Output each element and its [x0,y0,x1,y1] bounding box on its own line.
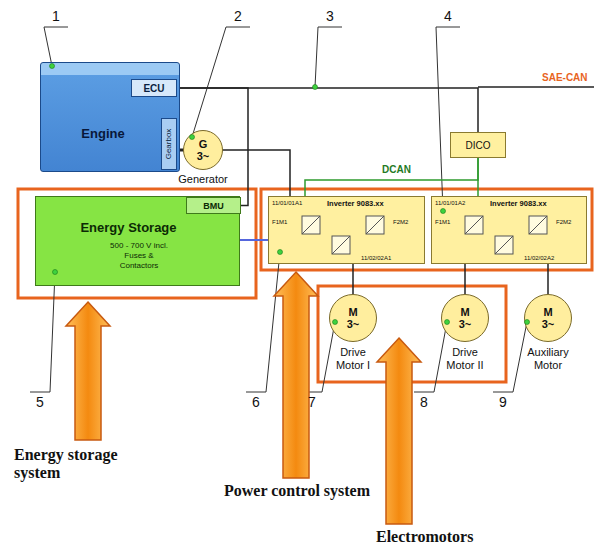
callout-dots [50,64,530,325]
group-caption: Energy storage system [14,446,164,483]
callout-number: 8 [416,394,432,410]
callout-number: 4 [440,8,456,24]
callout-number: 2 [230,8,246,24]
group-frame [18,189,256,298]
signal-label: SAE-CAN [540,72,590,83]
inverter-pin: F2M2 [393,219,423,226]
generator: G 3~ Generator [173,130,233,186]
callout-number: 6 [248,394,264,410]
callout-number: 1 [48,8,64,24]
motor: M 3~ Drive Motor II [435,294,495,374]
motor-label: Drive Motor I [331,346,375,372]
generator-symbol: G 3~ [195,138,211,162]
motor: M 3~ Drive Motor I [323,294,383,374]
callout-number: 5 [32,394,48,410]
group-frame [261,189,592,270]
pointer-arrows [66,272,421,524]
engine-block: Engine ECU Gearbox [40,62,180,172]
inverter-pin: 11/01/01A2 [435,200,485,207]
inverter-box: Inverter 9083.xx 11/01/01A1F1M1 F2M2 11/02/… [268,196,425,264]
inverter-pin: F1M1 [272,219,300,226]
connector-line [477,158,479,196]
inverter-pin: F2M2 [556,219,586,226]
group-caption: Electromotors [376,528,536,546]
storage-title: Energy Storage [66,221,191,236]
inverter-title: Inverter 9083.xx [490,200,582,209]
motor-symbol: M 3~ [457,306,473,330]
callout-number: 9 [495,394,511,410]
converter-symbols [302,216,547,254]
signal-label: DCAN [380,164,413,175]
generator-label: Generator [173,173,233,186]
inverter-title: Inverter 9083.xx [327,200,419,209]
callout-number: 3 [322,8,338,24]
motor-label: Auxiliary Motor [526,346,570,372]
group-caption: Power control system [224,482,374,500]
gearbox-box: Gearbox [161,118,177,170]
bmu-box: BMU [186,197,241,214]
motor-symbol: M 3~ [540,306,556,330]
motor: M 3~ Auxiliary Motor [518,294,578,374]
connector-line [240,239,268,241]
ecu-box: ECU [131,79,177,97]
connector-line [305,158,478,196]
connector-line [177,88,248,206]
gearbox-label: Gearbox [164,129,173,160]
callout-number: 7 [304,394,320,410]
connector-line [352,264,354,294]
connector-line [464,264,466,294]
inverter-box: Inverter 9083.xx 11/01/01A2F1M1 F2M2 11/02/… [431,196,587,264]
inverter-pin: 11/01/01A1 [272,200,322,207]
storage-spec: 500 - 700 V incl. Fuses & Contactors [108,241,170,271]
inverter-pin: F1M1 [435,219,463,226]
engine-label: Engine [55,127,151,142]
dico-label: DICO [466,140,491,151]
inverter-pin: 11/02/02A2 [524,255,584,262]
dico-box: DICO [450,132,506,158]
ecu-label: ECU [143,83,164,94]
motor-label: Drive Motor II [443,346,487,372]
bus-line [478,86,594,88]
bmu-label: BMU [203,201,224,211]
connector-line [547,264,549,294]
connector-line [223,150,290,196]
motor-symbol: M 3~ [345,306,361,330]
energy-storage-box: Energy Storage 500 - 700 V incl. Fuses & … [35,196,240,286]
inverter-pin: 11/02/02A1 [361,255,421,262]
connector-line [177,88,478,132]
